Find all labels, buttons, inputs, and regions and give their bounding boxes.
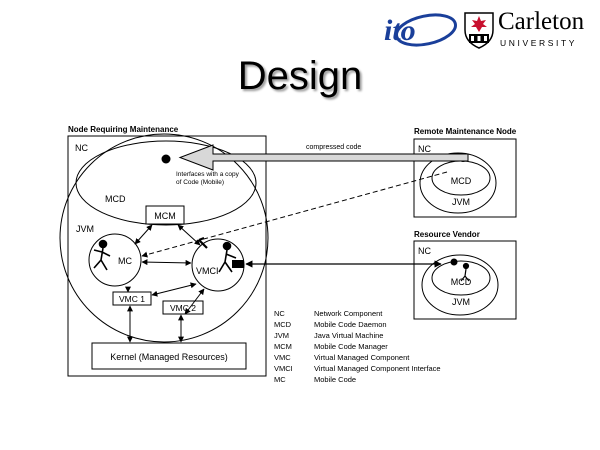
mcd-note-line2: of Code (Mobile) xyxy=(176,179,224,186)
vmci-bar xyxy=(232,260,244,268)
vendor-nc-label: NC xyxy=(418,246,431,256)
vendor-jvm-label: JVM xyxy=(452,297,470,307)
vendor-jvm-ellipse xyxy=(421,254,499,316)
legend-desc-mcm: Mobile Code Manager xyxy=(314,342,388,351)
legend-desc-mcd: Mobile Code Daemon xyxy=(314,320,387,329)
mcd-dot xyxy=(161,154,171,164)
remote-node-box xyxy=(413,138,517,218)
legend-abbr-mc: MC xyxy=(274,375,286,384)
compressed-code-arrow xyxy=(178,144,469,171)
vmci-label: VMCI xyxy=(196,266,219,276)
legend-abbr-nc: NC xyxy=(274,309,285,318)
legend-desc-nc: Network Component xyxy=(314,309,383,318)
mcd-ellipse xyxy=(75,140,257,226)
legend-abbr-vmci: VMCI xyxy=(274,364,293,373)
legend-desc-jvm: Java Virtual Machine xyxy=(314,331,383,340)
vendor-mcd-label: MCD xyxy=(451,277,472,287)
remote-node-label: Remote Maintenance Node xyxy=(414,127,517,136)
vmc1-label: VMC 1 xyxy=(119,294,145,304)
legend-desc-vmci: Virtual Managed Component Interface xyxy=(314,364,441,373)
remote-mcd-label: MCD xyxy=(451,176,472,186)
kernel-box xyxy=(91,342,247,370)
carleton-name: Carleton xyxy=(498,8,585,35)
node-requiring-label: Node Requiring Maintenance xyxy=(68,125,179,134)
legend-abbr-jvm: JVM xyxy=(274,331,289,340)
vendor-mcd-ellipse xyxy=(431,260,491,296)
legend-desc-vmc: Virtual Managed Component xyxy=(314,353,410,362)
legend-abbr-mcd: MCD xyxy=(274,320,292,329)
mc-label: MC xyxy=(118,256,132,266)
legend-desc-mc: Mobile Code xyxy=(314,375,356,384)
carleton-subtitle: UNIVERSITY xyxy=(500,38,578,48)
compressed-code-label: compressed code xyxy=(306,144,361,151)
mcm-label: MCM xyxy=(154,211,176,221)
vmc2-label: VMC 2 xyxy=(170,303,196,313)
ito-logo: ito xyxy=(378,8,460,57)
mcd-note-line1: Interfaces with a copy xyxy=(176,171,240,178)
nc-label: NC xyxy=(75,143,88,153)
mc-circle xyxy=(88,233,142,287)
jvm-circle xyxy=(59,133,269,343)
jvm-label: JVM xyxy=(76,224,94,234)
kernel-label: Kernel (Managed Resources) xyxy=(110,352,228,362)
mobile-code-dashed-arrow xyxy=(141,171,448,258)
slide-title: Design xyxy=(237,54,363,98)
ito-logo-graphic: ito xyxy=(384,13,457,47)
vendor-figure-icon xyxy=(460,262,470,282)
remote-jvm-ellipse xyxy=(419,152,497,214)
carleton-crest-icon xyxy=(464,12,494,49)
mcd-label: MCD xyxy=(105,194,126,204)
legend: NC Network Component MCD Mobile Code Dae… xyxy=(274,309,441,384)
remote-nc-label: NC xyxy=(418,144,431,154)
vmc1-box xyxy=(112,291,152,306)
mcm-box xyxy=(145,205,185,225)
mc-figure-icon xyxy=(93,239,111,271)
internal-arrows xyxy=(125,224,205,343)
vendor-mcd-dot xyxy=(450,258,458,266)
remote-jvm-label: JVM xyxy=(452,197,470,207)
resource-vendor-box xyxy=(413,240,517,320)
ito-logo-text: ito xyxy=(384,14,416,47)
legend-abbr-mcm: MCM xyxy=(274,342,292,351)
carleton-logo: Carleton UNIVERSITY xyxy=(462,8,592,52)
resource-vendor-label: Resource Vendor xyxy=(414,230,480,239)
legend-abbr-vmc: VMC xyxy=(274,353,291,362)
